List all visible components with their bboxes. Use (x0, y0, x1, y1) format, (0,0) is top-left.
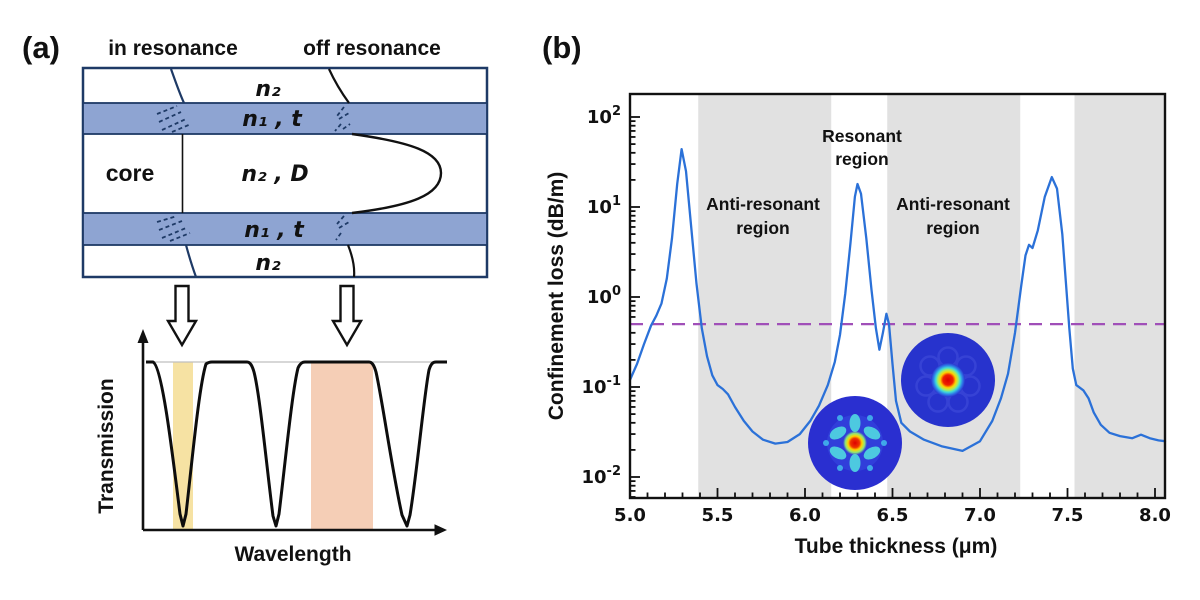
wavelength-axis-label: Wavelength (234, 543, 351, 566)
x-tick-label: 7.5 (1052, 505, 1084, 526)
down-arrow-in-resonance (165, 284, 199, 348)
off-resonance-band (311, 362, 373, 530)
anti-resonant-region2-label-line2: region (926, 218, 979, 238)
transmission-sketch: Transmission Wavelength (95, 329, 447, 566)
transmission-axis-label: Transmission (95, 378, 118, 513)
label-n2-bottom: n₂ (255, 251, 281, 276)
label-n2-top: n₂ (255, 77, 281, 102)
scatter-bottom-left (156, 215, 191, 242)
resonant-mode-field-inset (808, 396, 902, 490)
resonant-mode-dots (823, 415, 887, 471)
x-tick-label: 5.0 (614, 505, 646, 526)
resonant-region-label-line1: Resonant (822, 126, 902, 146)
anti-resonant-band (887, 94, 1021, 498)
fiber-cross-section-diagram: n₂ n₁ , t core n₂ , D n₁ , t n₂ (81, 66, 489, 279)
panel-a-label: (a) (22, 30, 60, 65)
x-tick-label: 5.5 (702, 505, 734, 526)
anti-resonant-band (1074, 94, 1165, 498)
tube-wall-top (82, 102, 488, 135)
y-tick-label: 10-2 (581, 464, 621, 488)
x-tick-label: 8.0 (1139, 505, 1171, 526)
loss-curve-line (628, 147, 1167, 453)
leakage-scatter-dashes (156, 105, 351, 242)
fundamental-mode-field-inset (901, 333, 995, 427)
off-resonance-header: off resonance (303, 37, 441, 60)
anti-resonant-band (698, 94, 832, 498)
down-arrows (165, 284, 364, 348)
off-resonance-ray-bottom (346, 244, 356, 278)
x-tick-label: 7.0 (964, 505, 996, 526)
resonant-mode-hotspot (843, 431, 867, 455)
tube-thickness-axis-label: Tube thickness (μm) (795, 535, 998, 558)
anti-resonant-region1-label-line2: region (736, 218, 789, 238)
resonant-region-label-line2: region (835, 149, 888, 169)
label-n1t-top: n₁ , t (242, 107, 303, 132)
tube-wall-bottom (82, 212, 488, 246)
x-tick-label: 6.0 (789, 505, 821, 526)
scatter-top-left (156, 105, 192, 133)
off-resonance-ray-top (327, 68, 350, 104)
y-axis-arrowhead (137, 329, 149, 343)
off-resonance-ray-parabola (351, 132, 443, 215)
label-n1t-bottom: n₁ , t (244, 218, 305, 243)
in-resonance-ray-top (169, 68, 186, 104)
y-tick-label: 10-1 (581, 374, 621, 398)
y-tick-label: 102 (587, 104, 621, 128)
in-resonance-header: in resonance (108, 37, 238, 60)
y-tick-label: 101 (587, 194, 621, 218)
down-arrow-off-resonance (330, 284, 364, 348)
fundamental-mode-hotspot (931, 363, 965, 397)
panel-a: (a) in resonance off resonance n₂ n₁ , t… (22, 30, 489, 566)
x-tick-label: 6.5 (877, 505, 909, 526)
confinement-loss-curve (628, 147, 1167, 453)
resonant-mode-lobes (829, 414, 881, 472)
label-core: core (106, 160, 155, 186)
panel-b: (b) Resonant region Anti-resonant region… (542, 30, 1171, 558)
in-resonance-band (173, 362, 193, 530)
anti-resonant-region2-label-line1: Anti-resonant (896, 194, 1010, 214)
label-n2-d: n₂ , D (241, 162, 308, 187)
in-resonance-ray-bottom (184, 244, 198, 278)
confinement-loss-axis-label: Confinement loss (dB/m) (545, 172, 568, 421)
y-tick-label: 100 (587, 284, 621, 308)
anti-resonant-region1-label-line1: Anti-resonant (706, 194, 820, 214)
scatter-bottom-right (335, 215, 350, 241)
plot-frame (628, 92, 1167, 500)
transmission-curve (146, 360, 447, 528)
x-axis-arrowhead (434, 524, 447, 536)
panel-b-label: (b) (542, 30, 582, 65)
anti-resonant-shaded-bands (698, 94, 1165, 498)
